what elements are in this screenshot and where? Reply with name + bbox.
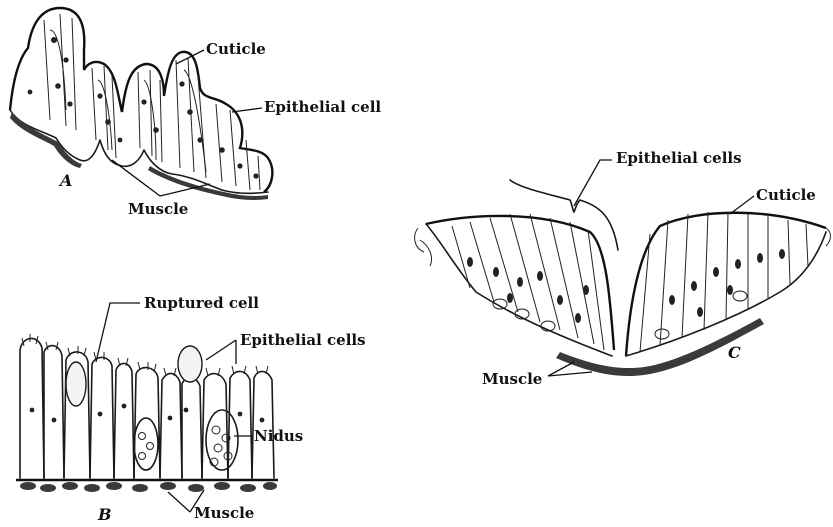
panel-a-epithelial-cell-label: Epithelial cell	[264, 98, 381, 116]
panel-a-cuticle-label: Cuticle	[206, 40, 266, 58]
panel-c-nuclei	[467, 249, 785, 323]
panel-a-muscle-label: Muscle	[128, 200, 188, 218]
panel-b: Ruptured cell Epithelial cells Nidus Mus…	[16, 294, 366, 524]
panel-b-nidus	[134, 410, 238, 470]
panel-c-basal-vesicles	[493, 291, 747, 339]
panel-b-epithelium-drawing	[16, 334, 278, 492]
panel-b-ruptured-cell-label: Ruptured cell	[144, 294, 259, 312]
panel-b-letter: B	[97, 505, 112, 524]
panel-b-ruptured-cell	[66, 362, 86, 406]
panel-c-epithelium-drawing	[415, 212, 831, 376]
panel-a-epithelium-drawing	[10, 8, 272, 200]
panel-b-nidus-label: Nidus	[254, 427, 303, 445]
panel-c: Epithelial cells Cuticle Muscle C	[415, 149, 831, 388]
panel-b-epithelial-leader	[206, 340, 236, 364]
panel-c-cuticle-label: Cuticle	[756, 186, 816, 204]
panel-a-epithelial-leader	[232, 108, 262, 112]
panel-b-goblet-cell	[178, 346, 202, 382]
panel-c-epithelial-cells-label: Epithelial cells	[616, 149, 742, 167]
panel-a-letter: A	[58, 171, 72, 190]
panel-b-muscle-layer	[16, 480, 278, 492]
panel-b-muscle-label: Muscle	[194, 504, 254, 522]
panel-b-epithelial-cells-label: Epithelial cells	[240, 331, 366, 349]
panel-c-epithelial-brace	[510, 180, 618, 250]
panel-a-muscle-leader	[112, 160, 210, 196]
panel-b-ruptured-leader	[96, 303, 140, 362]
panel-c-letter: C	[728, 343, 741, 362]
panel-c-muscle-label: Muscle	[482, 370, 542, 388]
panel-c-epithelial-leader	[574, 160, 612, 206]
panel-c-cuticle-leader	[730, 196, 754, 214]
panel-a: Cuticle Epithelial cell Muscle A	[10, 8, 381, 218]
